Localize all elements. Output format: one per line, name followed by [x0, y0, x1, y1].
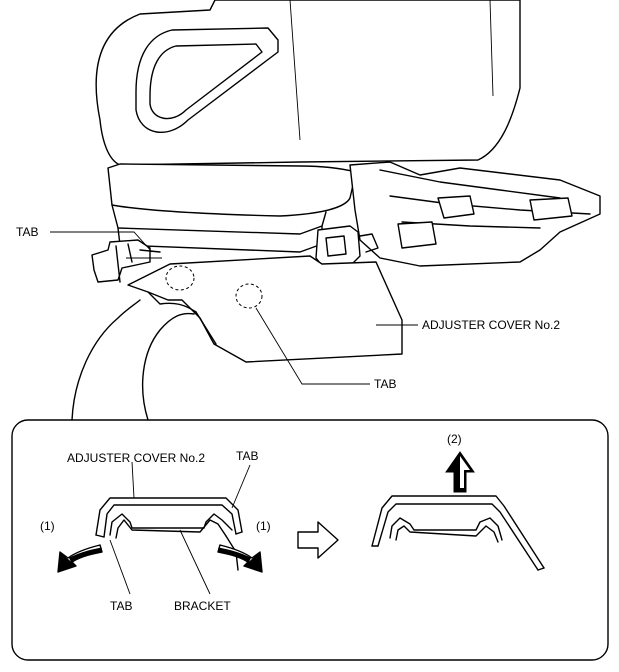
- leader-inset-tab-right: [231, 464, 251, 509]
- label-adjuster-cover-main: ADJUSTER COVER No.2: [422, 318, 560, 332]
- label-inset-adjuster-cover: ADJUSTER COVER No.2: [67, 451, 205, 465]
- seat-illustration: [91, 0, 601, 363]
- lift-up-arrow-icon: [445, 451, 475, 493]
- label-inset-tab-bottom: TAB: [110, 599, 132, 613]
- cover-section-before: [95, 497, 243, 538]
- leader-tab-top: [50, 231, 153, 253]
- leader-bracket: [179, 529, 211, 595]
- label-bracket: BRACKET: [174, 599, 231, 613]
- tab-location-circle-top: [165, 265, 195, 291]
- label-step1-right: (1): [256, 519, 271, 533]
- label-tab-mid: TAB: [374, 377, 396, 391]
- bracket-before: [109, 513, 239, 571]
- label-tab-top: TAB: [16, 225, 38, 239]
- tab-location-circle-mid: [235, 283, 263, 309]
- inset-callout-outline: [142, 312, 195, 421]
- leader-inset-cover: [131, 461, 135, 499]
- label-step1-left: (1): [40, 519, 55, 533]
- cover-section-after: [371, 495, 545, 571]
- leader-tab-mid: [255, 307, 370, 385]
- label-inset-tab-right: TAB: [236, 449, 258, 463]
- next-step-arrow-icon: [297, 521, 339, 559]
- leader-inset-tab-bottom: [109, 539, 131, 595]
- label-step2: (2): [447, 432, 462, 446]
- inset-frame: [11, 419, 609, 661]
